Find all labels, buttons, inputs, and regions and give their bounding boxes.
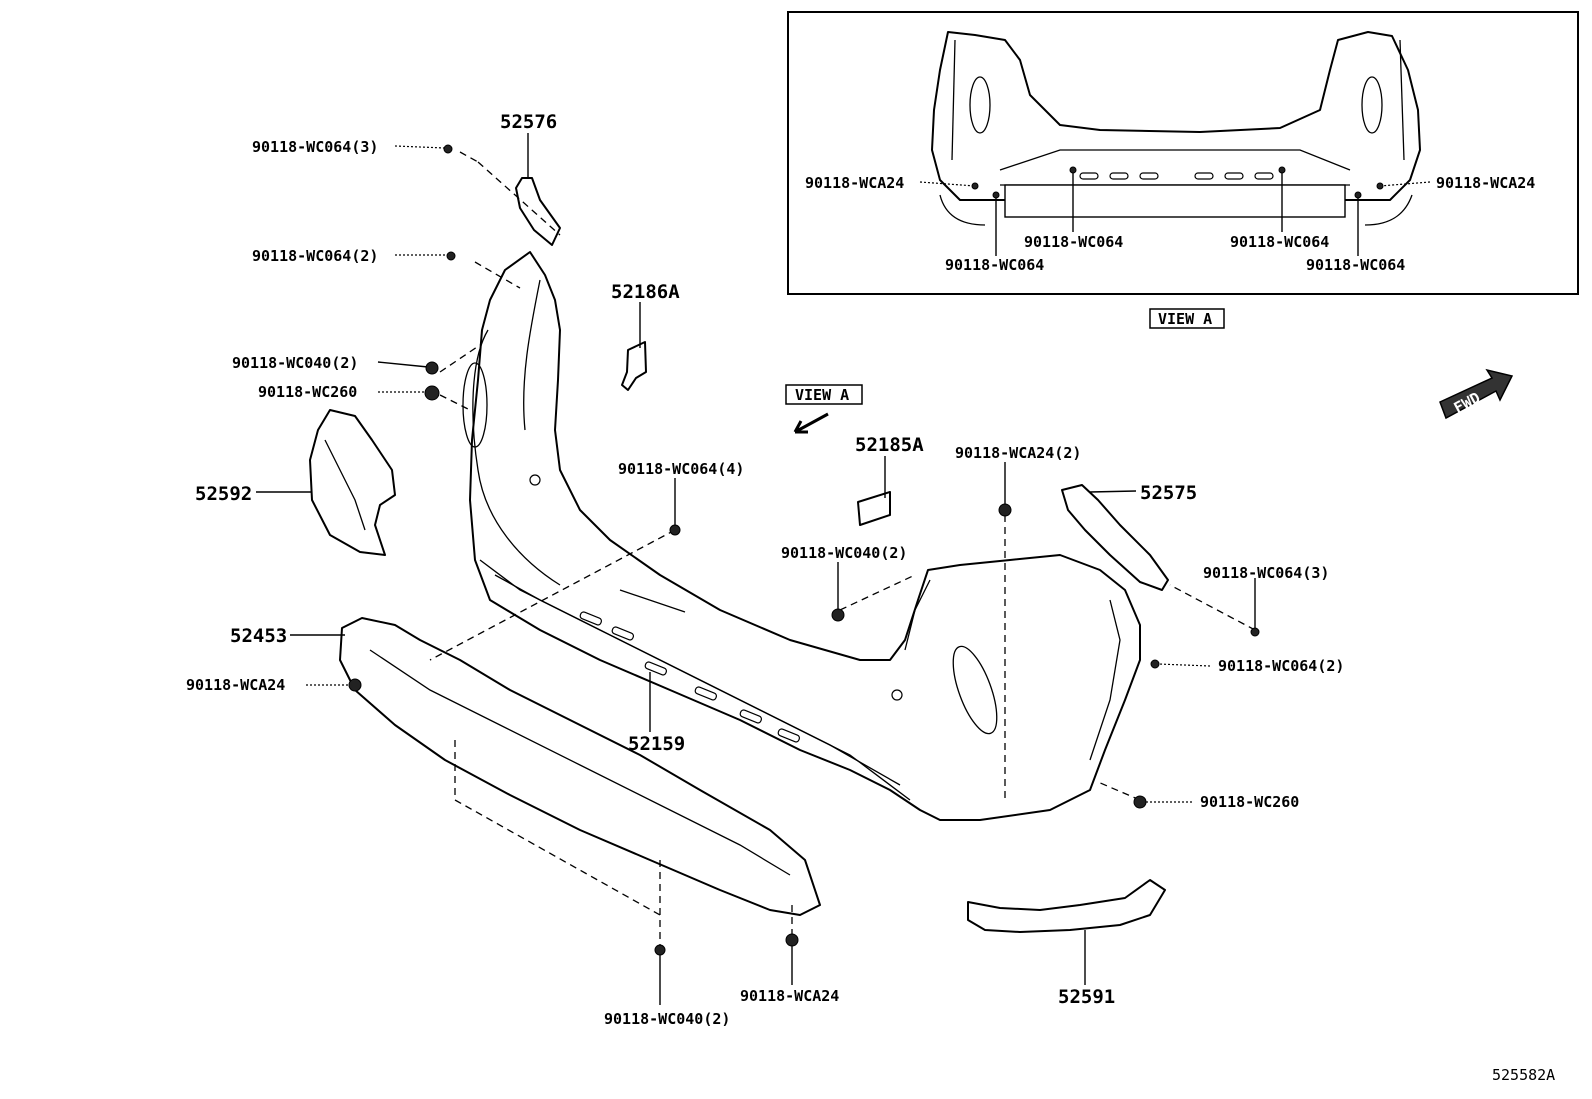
part-52591-label: 52591 <box>1058 986 1115 1008</box>
bolt-icon <box>425 361 439 375</box>
fastener-label: 90118-WCA24(2) <box>955 444 1081 462</box>
part-52185a-label: 52185A <box>855 434 924 456</box>
fastener-label: 90118-WCA24 <box>186 676 285 694</box>
fastener-label: 90118-WC064(3) <box>252 138 378 156</box>
clip-icon <box>1133 795 1147 809</box>
screw-icon <box>1250 627 1260 637</box>
inset-label-wc064-a: 90118-WC064 <box>1024 233 1123 251</box>
fastener-label: 90118-WC064(2) <box>1218 657 1344 675</box>
fastener-label: 90118-WCA24 <box>740 987 839 1005</box>
fastener-label: 90118-WC040(2) <box>604 1010 730 1028</box>
view-a-arrow-icon <box>793 412 829 434</box>
inset-view-label-box <box>1149 308 1225 329</box>
screw-icon <box>443 144 453 154</box>
part-52185a-shape <box>857 491 891 526</box>
clip-icon <box>785 933 799 947</box>
fastener-label: 90118-WC064(2) <box>252 247 378 265</box>
fwd-arrow-icon: FWD <box>1439 368 1514 420</box>
part-52576-shape <box>515 177 561 246</box>
bumper-cover-drawing <box>462 251 1141 821</box>
part-52592-shape <box>309 409 396 556</box>
part-52576-label: 52576 <box>500 111 557 133</box>
diagram-id: 525582A <box>1492 1066 1555 1084</box>
part-52592-label: 52592 <box>195 483 252 505</box>
clip-icon <box>348 678 362 692</box>
part-52591-shape <box>967 879 1166 933</box>
inset-label-wca24-left: 90118-WCA24 <box>805 174 904 192</box>
inset-view-label: VIEW A <box>1158 310 1212 328</box>
clip-icon <box>424 385 440 401</box>
fastener-label: 90118-WC064(4) <box>618 460 744 478</box>
leader-lines <box>256 133 1256 1005</box>
screw-icon <box>446 251 456 261</box>
part-52575-shape <box>1061 484 1169 591</box>
fastener-label: 90118-WC040(2) <box>781 544 907 562</box>
inset-label-wc064-c: 90118-WC064 <box>945 256 1044 274</box>
inset-label-wca24-right: 90118-WCA24 <box>1436 174 1535 192</box>
fastener-label: 90118-WC260 <box>258 383 357 401</box>
clip-icon <box>998 503 1012 517</box>
part-52186a-label: 52186A <box>611 281 680 303</box>
fastener-label: 90118-WC260 <box>1200 793 1299 811</box>
bolt-icon <box>831 608 845 622</box>
part-52575-label: 52575 <box>1140 482 1197 504</box>
view-a-label: VIEW A <box>795 386 849 404</box>
screw-icon <box>669 524 681 536</box>
part-52453-label: 52453 <box>230 625 287 647</box>
inset-label-wc064-d: 90118-WC064 <box>1306 256 1405 274</box>
fastener-icons <box>348 144 1260 956</box>
part-52186a-shape <box>621 341 647 391</box>
part-52453-shape <box>339 617 821 916</box>
screw-icon <box>1150 659 1160 669</box>
part-52159-label: 52159 <box>628 733 685 755</box>
fastener-label: 90118-WC064(3) <box>1203 564 1329 582</box>
inset-label-wc064-b: 90118-WC064 <box>1230 233 1329 251</box>
fastener-label: 90118-WC040(2) <box>232 354 358 372</box>
view-a-label-box <box>785 384 863 405</box>
bolt-icon <box>654 944 666 956</box>
view-a-inset <box>787 11 1579 295</box>
